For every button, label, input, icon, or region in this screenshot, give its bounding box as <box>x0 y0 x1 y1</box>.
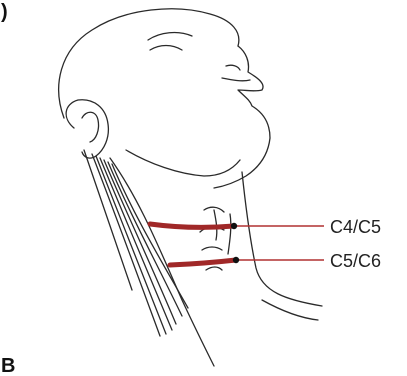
panel-letter: B <box>1 355 15 376</box>
muscle-strand <box>96 156 166 334</box>
leaders <box>231 223 324 263</box>
shoulder <box>262 300 318 320</box>
marker-dot-c4c5 <box>231 223 237 229</box>
eyebrow <box>148 33 192 40</box>
face-profile <box>214 46 270 188</box>
jaw-line <box>126 150 240 176</box>
eye <box>150 46 182 51</box>
nostril <box>226 65 240 70</box>
head-outline <box>59 9 239 118</box>
panel-mark-top: ) <box>1 1 8 23</box>
label-c5c6: C5/C6 <box>330 251 381 271</box>
label-c4c5: C4/C5 <box>330 217 381 237</box>
neck-front <box>242 172 322 306</box>
incision-c5c6 <box>170 260 236 265</box>
ear-inner <box>82 112 99 142</box>
muscle-strand <box>108 162 182 316</box>
mouth <box>222 78 250 81</box>
head-drawing <box>59 9 322 366</box>
muscle-strand <box>100 158 172 330</box>
incision-c4c5 <box>150 224 234 227</box>
ear <box>66 100 108 158</box>
muscle-strand <box>92 154 160 336</box>
muscle-strand <box>104 160 176 324</box>
marker-dot-c5c6 <box>233 257 239 263</box>
